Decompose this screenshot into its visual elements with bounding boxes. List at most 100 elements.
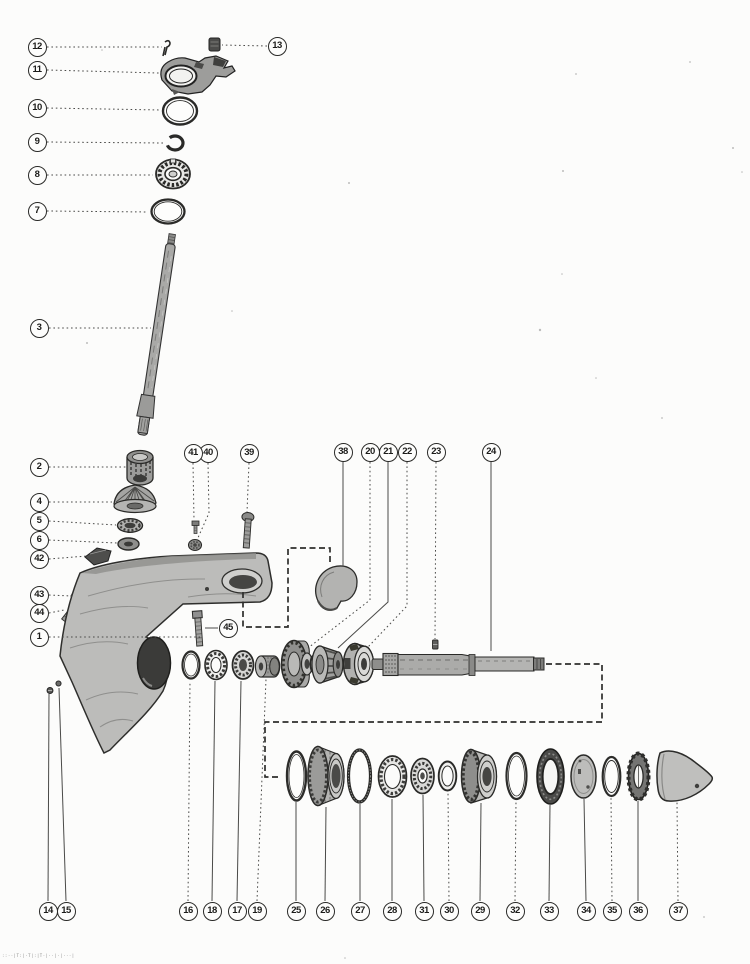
callout-24: 24	[481, 442, 501, 462]
scan-specks	[86, 49, 743, 959]
ball-bearing-carrier	[410, 757, 435, 795]
callout-26: 26	[315, 901, 335, 921]
forward-gear	[280, 639, 318, 689]
callout-39: 39	[239, 443, 259, 463]
callout-34: 34	[576, 901, 596, 921]
leader-line-7	[46, 210, 149, 213]
leader-line-15	[58, 687, 67, 902]
callout-45: 45	[218, 618, 238, 638]
housing-screw-rear	[55, 680, 62, 687]
pinion-nut	[117, 537, 140, 551]
callout-1: 1	[29, 627, 49, 647]
leader-line-29	[479, 802, 482, 902]
leader-line-34	[583, 798, 587, 902]
leader-line-6	[48, 539, 118, 544]
washer-ring	[377, 755, 408, 798]
driveshaft	[136, 233, 176, 436]
o-ring-carrier-rear	[346, 748, 373, 804]
shift-cam	[315, 565, 358, 611]
dashed-connector-1	[242, 547, 331, 628]
driveshaft-bearing	[126, 449, 154, 486]
scan-artifact-text: ::··|T:|·T|:|T·|··|·|···|	[2, 953, 75, 958]
cover-screw	[191, 520, 200, 534]
cover-bolt	[241, 511, 255, 549]
leader-line-16	[187, 680, 191, 902]
callout-20: 20	[360, 442, 380, 462]
o-ring-rear	[505, 751, 528, 801]
callout-15: 15	[56, 901, 76, 921]
spline-washer	[626, 751, 651, 802]
cover-nut	[187, 538, 203, 552]
leader-line-14	[47, 693, 50, 902]
leader-line-20	[307, 462, 371, 649]
callout-5: 5	[29, 511, 49, 531]
housing-screw-front	[46, 687, 54, 694]
callout-9: 9	[27, 132, 47, 152]
snap-ring	[165, 134, 185, 152]
o-ring-mid	[181, 650, 201, 680]
callout-32: 32	[505, 901, 525, 921]
callout-35: 35	[602, 901, 622, 921]
callout-41: 41	[183, 443, 203, 463]
callout-3: 3	[29, 318, 49, 338]
callout-17: 17	[227, 901, 247, 921]
callout-16: 16	[178, 901, 198, 921]
retainer-ring	[536, 748, 565, 805]
locknut	[208, 37, 221, 52]
spacer-ring	[437, 760, 458, 792]
leader-line-40	[196, 462, 210, 541]
leader-line-31	[422, 794, 425, 902]
reverse-gear	[460, 748, 498, 804]
leader-line-37	[676, 801, 679, 902]
stud-bolt	[191, 610, 204, 647]
leader-line-41	[192, 462, 195, 521]
water-pump-base-plate	[160, 55, 236, 95]
callout-31: 31	[414, 901, 434, 921]
callout-10: 10	[27, 98, 47, 118]
callout-40: 40	[198, 443, 218, 463]
callout-8: 8	[27, 165, 47, 185]
trim-tab-wedge	[84, 547, 112, 566]
callout-6: 6	[29, 530, 49, 550]
callout-43: 43	[29, 585, 49, 605]
pinion-washer	[116, 518, 144, 534]
callout-21: 21	[378, 442, 398, 462]
leader-line-10	[46, 107, 162, 111]
thrust-disc	[570, 754, 597, 799]
callout-38: 38	[333, 442, 353, 462]
callout-37: 37	[668, 901, 688, 921]
o-ring-upper	[161, 96, 199, 126]
callout-11: 11	[27, 60, 47, 80]
leader-line-21	[337, 462, 389, 649]
leader-line-42	[48, 555, 88, 560]
propeller-shaft	[371, 652, 545, 677]
clutch-dog	[342, 642, 375, 686]
leader-line-18	[211, 680, 216, 902]
prop-nose-cone	[656, 750, 714, 802]
needle-bearing	[231, 650, 255, 680]
callout-22: 22	[397, 442, 417, 462]
callout-13: 13	[267, 36, 287, 56]
callout-23: 23	[426, 442, 446, 462]
callout-4: 4	[29, 492, 49, 512]
callout-18: 18	[202, 901, 222, 921]
callout-29: 29	[470, 901, 490, 921]
callout-42: 42	[29, 549, 49, 569]
callout-28: 28	[382, 901, 402, 921]
callout-30: 30	[439, 901, 459, 921]
leader-line-22	[367, 462, 408, 648]
torpedo-bore	[136, 636, 172, 690]
leader-line-30	[447, 791, 450, 902]
callout-27: 27	[350, 901, 370, 921]
leader-line-26	[324, 806, 327, 902]
seal-ring	[601, 755, 622, 798]
leader-line-5	[48, 520, 117, 526]
callout-12: 12	[27, 37, 47, 57]
tapered-roller-bearing	[311, 645, 344, 684]
leader-line-44	[48, 609, 65, 614]
gear-housing	[46, 552, 273, 754]
callout-33: 33	[539, 901, 559, 921]
leader-line-9	[46, 141, 165, 144]
